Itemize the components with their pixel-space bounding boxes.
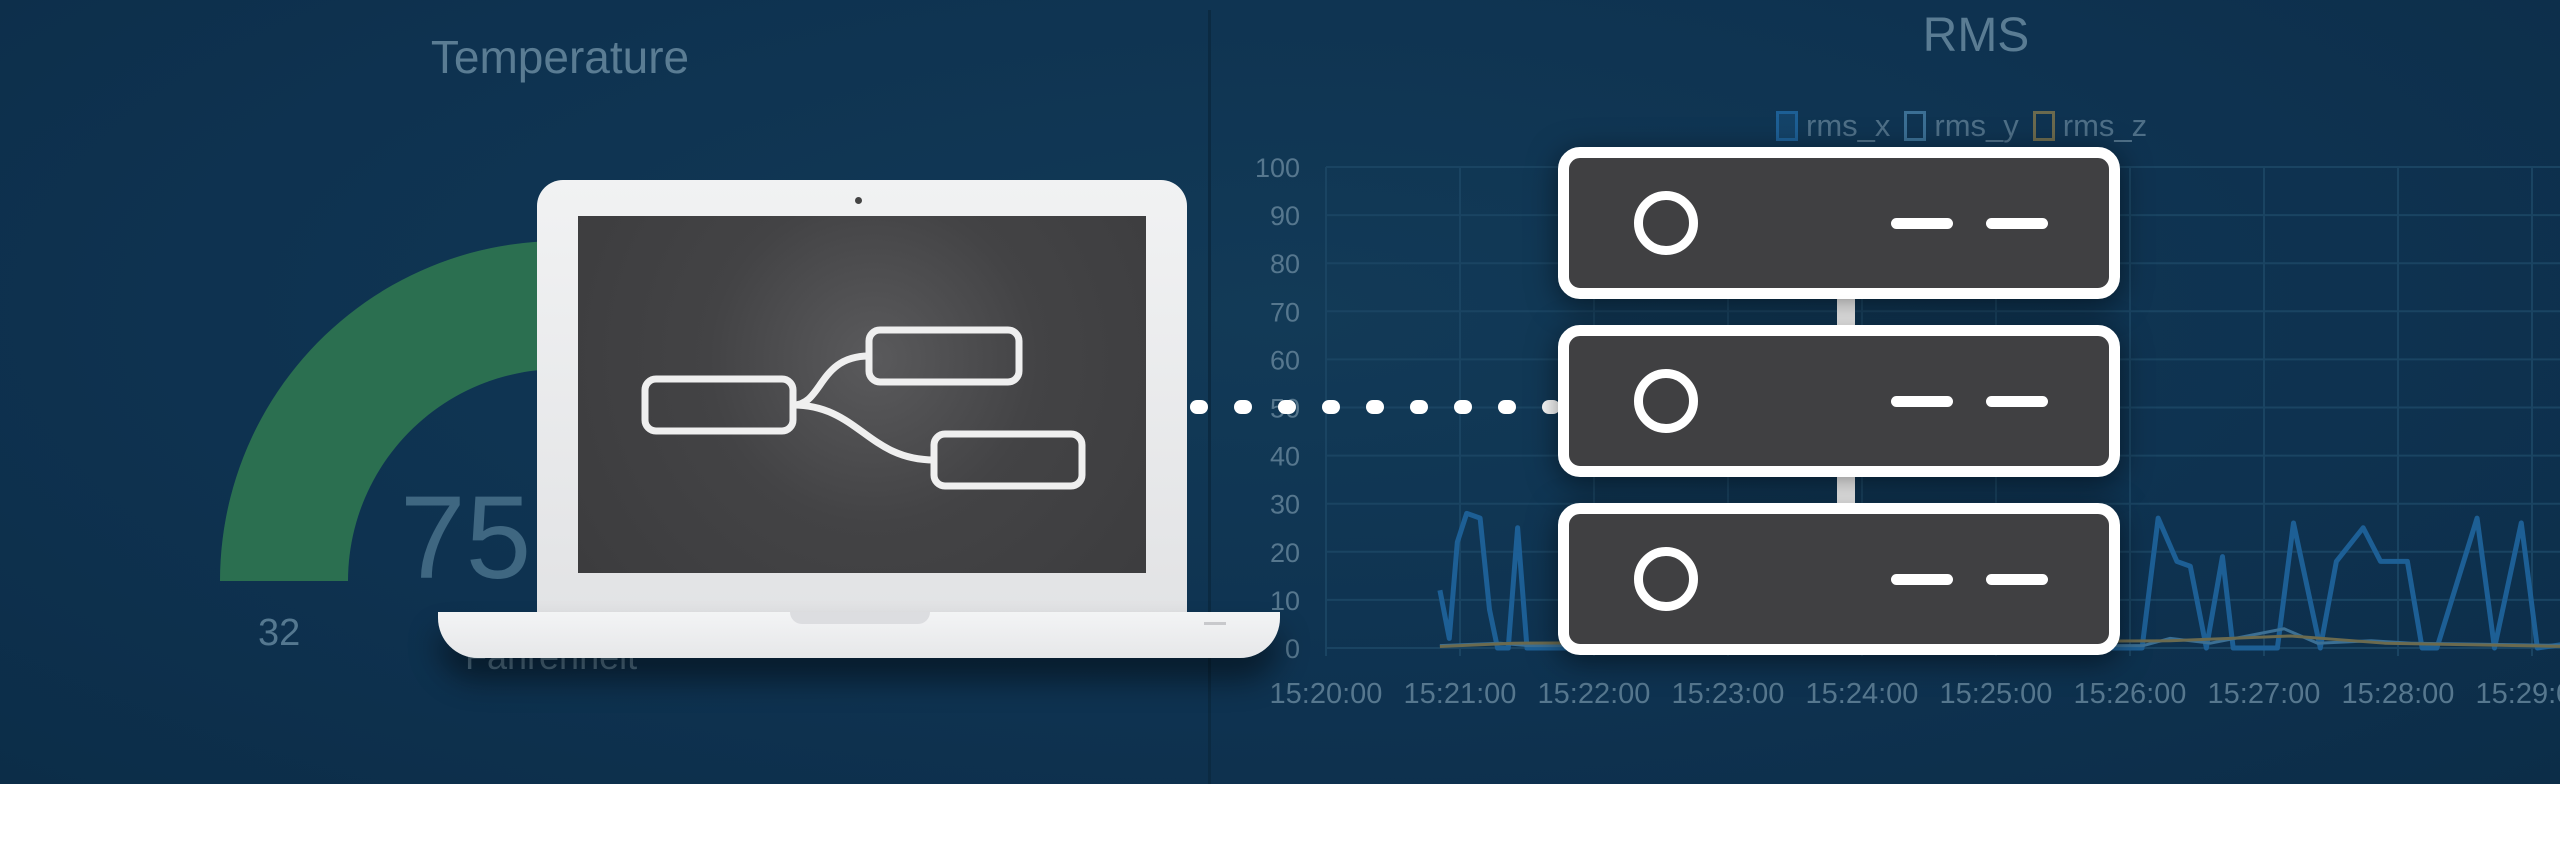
server-link — [1837, 472, 1855, 506]
rms-chart-title: RMS — [1922, 9, 2030, 62]
drive-slot-icon — [1986, 396, 2048, 407]
drive-slot-icon — [1891, 218, 1953, 229]
drive-slot-icon — [1891, 574, 1953, 585]
drive-slot-icon — [1986, 574, 2048, 585]
series-line-rms_x — [1437, 510, 2560, 651]
y-tick-label: 30 — [1270, 490, 1300, 520]
flow-node-output-1 — [865, 326, 1023, 386]
drive-slot-icon — [1986, 218, 2048, 229]
connection-dot — [1498, 400, 1516, 414]
series-line-rms_z — [1439, 634, 2560, 649]
y-tick-label: 100 — [1255, 153, 1300, 183]
laptop-screen — [578, 216, 1146, 573]
x-tick-label: 15:20:00 — [1270, 678, 1383, 710]
drive-slot-icon — [1891, 396, 1953, 407]
laptop-notch — [790, 612, 930, 624]
connection-dot — [1410, 400, 1428, 414]
laptop-base — [438, 612, 1280, 658]
x-tick-label: 15:26:00 — [2074, 678, 2187, 710]
x-tick-label: 15:24:00 — [1806, 678, 1919, 710]
legend-item-rms-z[interactable]: rms_z — [2032, 108, 2148, 144]
legend-swatch — [2032, 111, 2055, 141]
x-tick-label: 15:28:00 — [2342, 678, 2455, 710]
gauge-min-label: 32 — [258, 612, 301, 654]
temperature-title: Temperature — [430, 31, 690, 83]
laptop-led — [1204, 622, 1226, 625]
y-tick-label: 0 — [1285, 634, 1300, 664]
chart-legend: rms_x rms_y rms_z — [1776, 108, 2147, 144]
connection-dot — [1454, 400, 1472, 414]
legend-swatch — [1776, 111, 1798, 141]
laptop-illustration — [438, 180, 1280, 660]
power-indicator-icon — [1634, 369, 1698, 433]
y-tick-label: 60 — [1270, 345, 1300, 375]
x-tick-label: 15:21:00 — [1404, 678, 1517, 710]
connection-dot — [1234, 400, 1252, 414]
legend-label: rms_y — [1934, 108, 2019, 143]
camera-icon — [855, 197, 862, 204]
flow-node-input — [641, 375, 797, 435]
flow-diagram-icon — [641, 326, 1086, 490]
dashboard-background: Temperature 75 32 Fahrenheit RMS rms_x r… — [0, 0, 2560, 784]
y-tick-label: 90 — [1270, 201, 1300, 231]
rms-line-chart: 100908070605040302010015:20:0015:21:0015… — [1255, 153, 2560, 710]
y-tick-label: 70 — [1270, 297, 1300, 327]
y-tick-label: 20 — [1270, 538, 1300, 568]
x-tick-label: 15:29:00 — [2476, 678, 2560, 710]
connection-dot — [1322, 400, 1340, 414]
server-unit-3 — [1558, 503, 2120, 655]
connection-dot — [1542, 400, 1560, 414]
y-tick-label: 10 — [1270, 586, 1300, 616]
connection-dot — [1366, 400, 1384, 414]
legend-item-rms-x[interactable]: rms_x — [1776, 108, 1890, 144]
connection-dot — [1278, 400, 1296, 414]
gauge-value: 75 — [400, 472, 532, 604]
power-indicator-icon — [1634, 191, 1698, 255]
panel-divider — [1208, 10, 1211, 784]
laptop-lid — [537, 180, 1187, 614]
x-tick-label: 15:23:00 — [1672, 678, 1785, 710]
server-unit-1 — [1558, 147, 2120, 299]
server-unit-2 — [1558, 325, 2120, 477]
x-tick-label: 15:25:00 — [1940, 678, 2053, 710]
flow-wire-1 — [789, 352, 873, 409]
x-tick-label: 15:22:00 — [1538, 678, 1651, 710]
x-tick-label: 15:27:00 — [2208, 678, 2321, 710]
server-link — [1837, 295, 1855, 329]
connection-dot — [1190, 400, 1208, 414]
legend-label: rms_z — [2062, 108, 2148, 143]
flow-node-output-2 — [930, 430, 1086, 490]
series-line-rms_y — [1439, 627, 2560, 648]
y-tick-label: 80 — [1270, 249, 1300, 279]
legend-item-rms-y[interactable]: rms_y — [1904, 108, 2019, 144]
flow-wire-2 — [789, 401, 938, 464]
y-tick-label: 40 — [1270, 442, 1300, 472]
power-indicator-icon — [1634, 547, 1698, 611]
legend-swatch — [1904, 111, 1927, 141]
legend-label: rms_x — [1806, 108, 1891, 143]
